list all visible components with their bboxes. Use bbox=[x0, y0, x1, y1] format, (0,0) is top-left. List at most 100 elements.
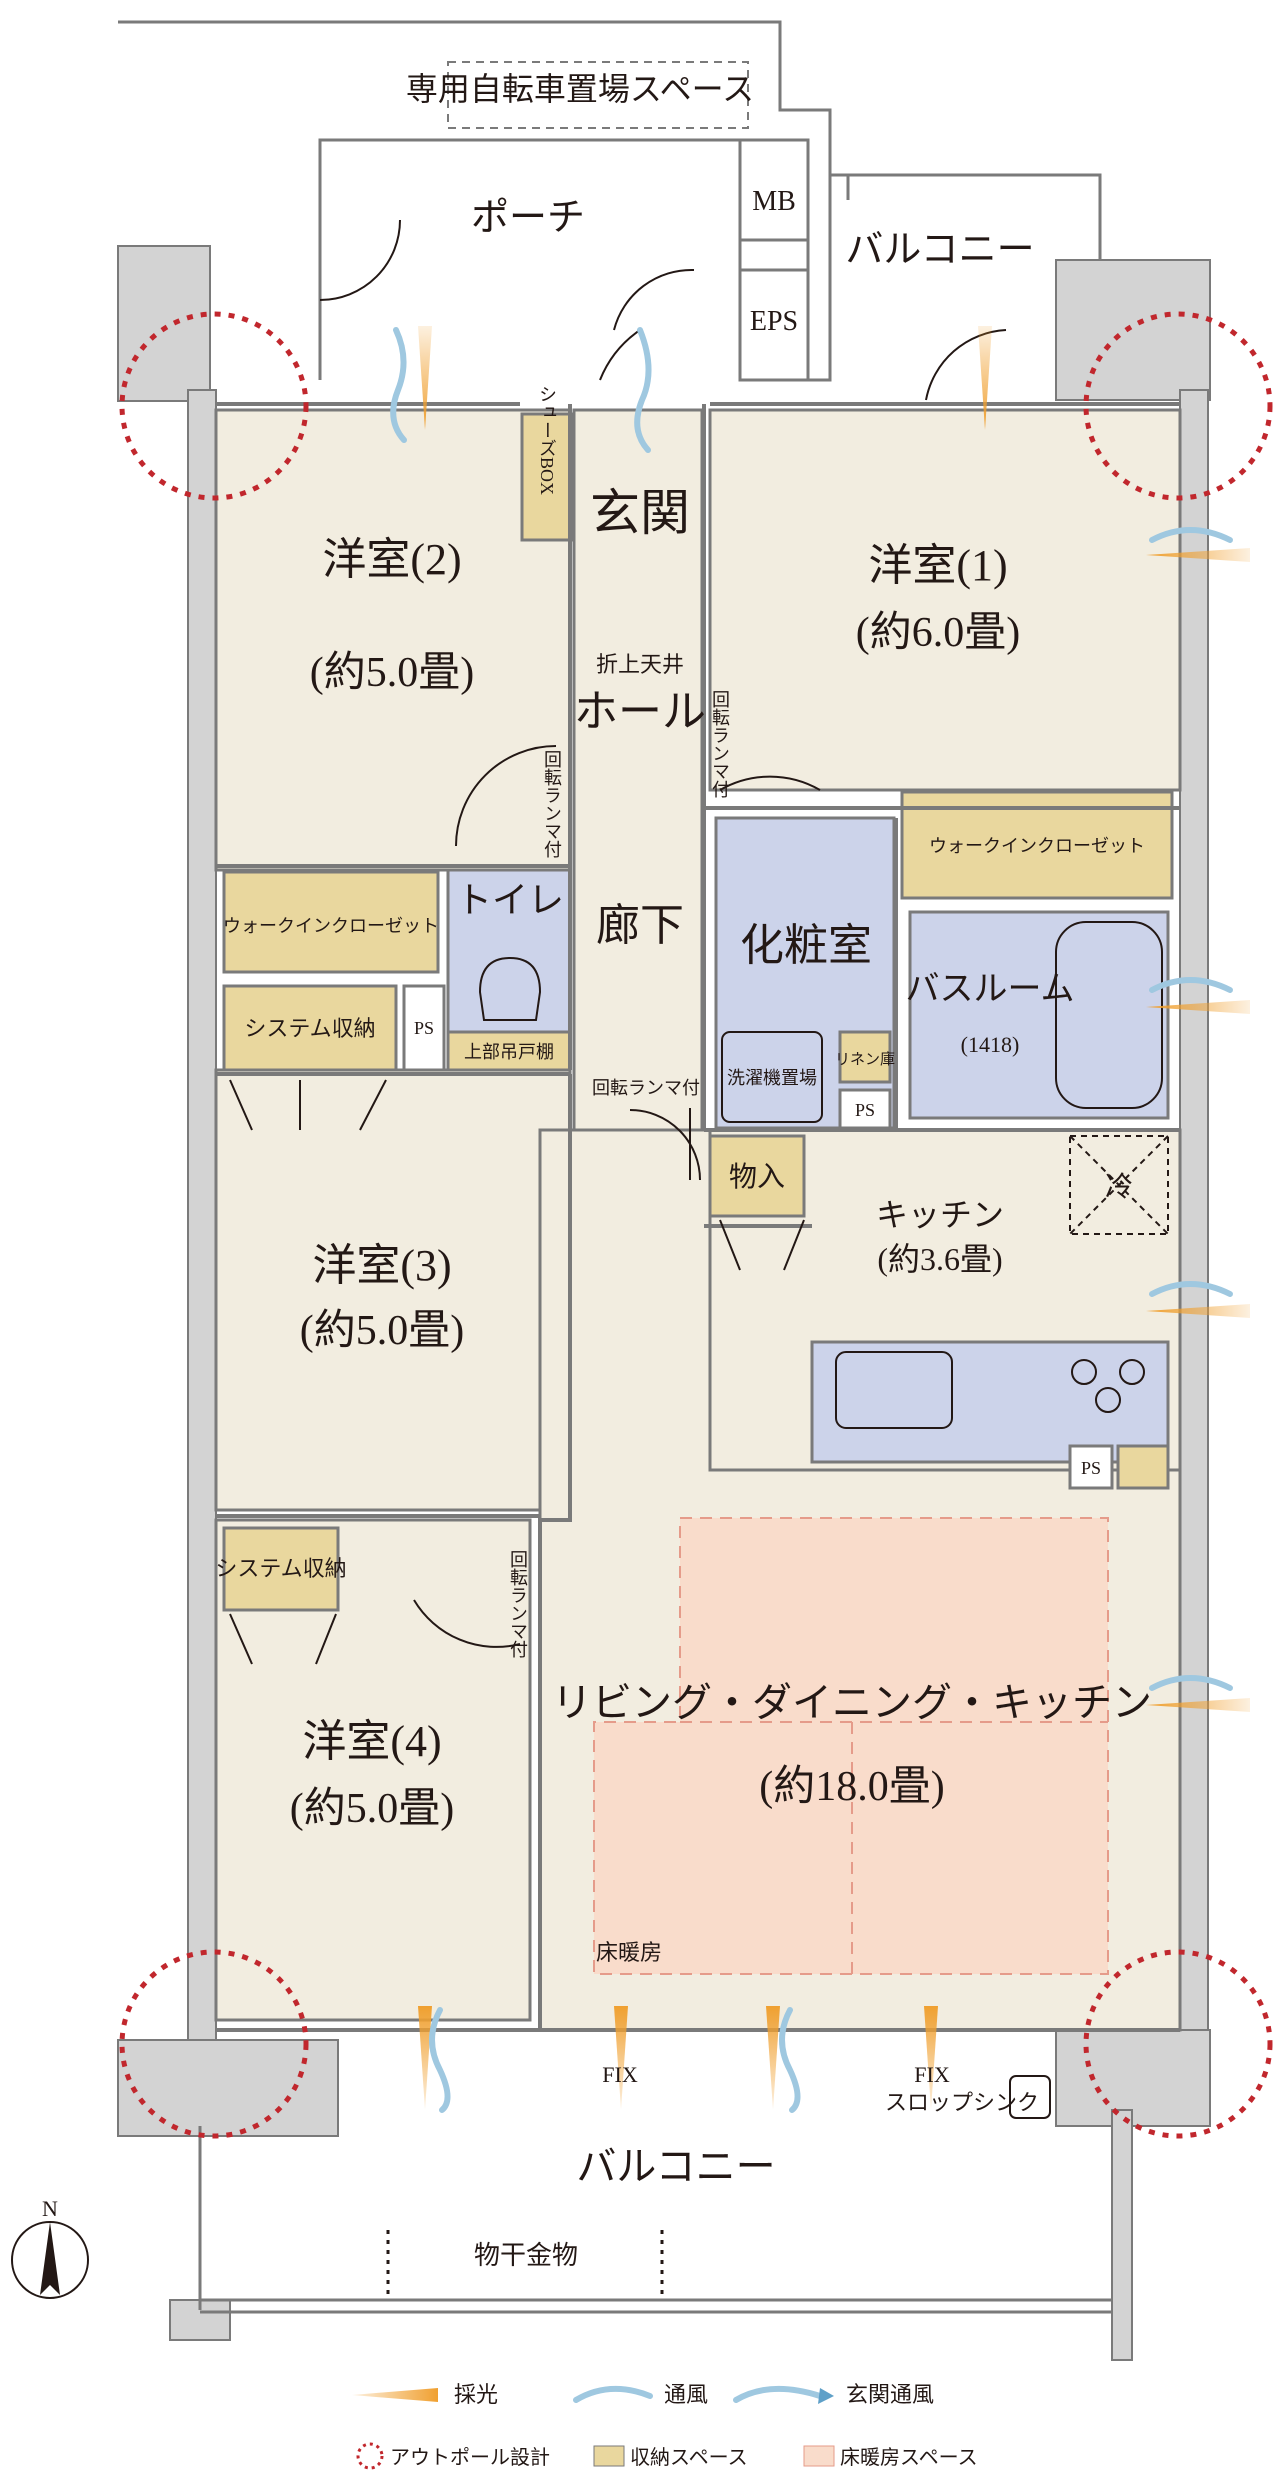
transom-label-4: 回転ランマ付 bbox=[508, 1550, 528, 1659]
system-storage-2-label: システム収納 bbox=[215, 1556, 346, 1581]
legend-entrance-ventilation: 玄関通風 bbox=[846, 2382, 934, 2407]
legend-heating-swatch bbox=[803, 2445, 835, 2467]
fix-right-label: FIX bbox=[914, 2062, 950, 2087]
bathtub bbox=[1055, 921, 1163, 1109]
upper-cabinet-label: 上部吊戸棚 bbox=[464, 1042, 554, 1062]
bath-size-label: (1418) bbox=[961, 1032, 1020, 1057]
transom-label-1: 回転ランマ付 bbox=[710, 690, 730, 799]
light-arrow-10 bbox=[924, 2006, 938, 2110]
eps-label: EPS bbox=[750, 306, 798, 337]
kitchen-name: キッチン bbox=[876, 1197, 1004, 1233]
system-storage-2 bbox=[222, 1526, 340, 1612]
structure-walls bbox=[117, 245, 1211, 2361]
storage-closet-label: 物入 bbox=[729, 1161, 785, 1193]
compass: N bbox=[11, 2196, 89, 2299]
light-arrow-2 bbox=[978, 326, 992, 430]
toilet-bowl bbox=[478, 956, 542, 1021]
shoes-box-label: シューズBOX bbox=[537, 385, 557, 495]
fridge-label: 冷 bbox=[1105, 1171, 1133, 1203]
room3-size: (約5.0畳) bbox=[300, 1308, 464, 1354]
vanity-label: 化粧室 bbox=[740, 921, 872, 970]
sink bbox=[835, 1351, 953, 1429]
slop-sink-label: スロップシンク bbox=[885, 2090, 1039, 2115]
room4-name: 洋室(4) bbox=[302, 1717, 441, 1766]
legend-daylight: 採光 bbox=[454, 2382, 498, 2407]
light-arrow-3 bbox=[1146, 548, 1250, 562]
outpole-markers bbox=[119, 311, 1273, 2139]
ps-label-left: PS bbox=[414, 1018, 434, 1038]
ldk-name: リビング・ダイニング・キッチン bbox=[552, 1680, 1152, 1725]
slop-sink bbox=[1009, 2075, 1051, 2119]
room1-name: 洋室(1) bbox=[868, 541, 1007, 590]
legend-wind-icon bbox=[573, 2385, 653, 2403]
light-arrow-1 bbox=[418, 326, 432, 430]
hanger-marks bbox=[386, 2230, 664, 2300]
transom-label-2: 回転ランマ付 bbox=[542, 750, 562, 859]
hall-label: ホール bbox=[574, 687, 706, 736]
fix-left-label: FIX bbox=[602, 2062, 638, 2087]
floor-heating-zone bbox=[593, 1517, 1109, 1975]
stove-burner-2 bbox=[1119, 1359, 1145, 1385]
fixtures bbox=[478, 921, 1169, 2119]
linen-cabinet bbox=[838, 1030, 892, 1084]
legend-storage-swatch bbox=[593, 2445, 625, 2467]
storage-areas bbox=[222, 412, 1174, 1612]
legend-outpole: アウトポール設計 bbox=[390, 2446, 550, 2469]
light-arrow-5 bbox=[1146, 1304, 1250, 1318]
legend-ventilation: 通風 bbox=[664, 2382, 708, 2407]
stove-burner-3 bbox=[1095, 1387, 1121, 1413]
toilet-label: トイレ bbox=[456, 880, 564, 920]
transom-label-3: 回転ランマ付 bbox=[592, 1078, 700, 1098]
ps-label-vanity: PS bbox=[855, 1100, 875, 1120]
room2-name: 洋室(2) bbox=[322, 535, 461, 584]
bathroom bbox=[908, 910, 1170, 1120]
door-swings bbox=[229, 219, 1007, 1665]
balcony-structure bbox=[198, 2126, 1112, 2314]
wic-left bbox=[222, 870, 440, 974]
balcony-top-label: バルコニー bbox=[845, 229, 1034, 271]
ps-label-kitchen: PS bbox=[1081, 1458, 1101, 1478]
legend-floor-heating: 床暖房スペース bbox=[840, 2446, 978, 2469]
outpole-circle-br bbox=[1083, 1949, 1273, 2139]
daylight-arrows bbox=[418, 326, 1250, 2110]
light-arrow-4 bbox=[1146, 1000, 1250, 1014]
system-storage-1 bbox=[222, 984, 398, 1072]
light-arrow-6 bbox=[1146, 1698, 1250, 1712]
storage-closet bbox=[708, 1134, 806, 1218]
room2-floor bbox=[214, 408, 572, 872]
compass-needle bbox=[40, 2222, 60, 2295]
balcony-bottom-label: バルコニー bbox=[576, 2144, 775, 2189]
fridge-space bbox=[1069, 1135, 1169, 1235]
kitchen-size: (約3.6畳) bbox=[877, 1241, 1002, 1277]
mb-label: MB bbox=[752, 186, 796, 217]
porch-label: ポーチ bbox=[471, 197, 585, 239]
floor-heating-label: 床暖房 bbox=[596, 1940, 662, 1965]
legend: 採光 通風 玄関通風 アウトポール設計 収納スペース 床暖房スペース bbox=[352, 2382, 978, 2470]
hanger-label: 物干金物 bbox=[474, 2241, 578, 2270]
inner-walls bbox=[216, 402, 1180, 2032]
room1-floor bbox=[708, 408, 1182, 792]
room3-floor bbox=[214, 1068, 572, 1512]
bath-label: バスルーム bbox=[906, 971, 1075, 1008]
kitchen-storage bbox=[1116, 1444, 1170, 1490]
outpole-circle-tr bbox=[1083, 311, 1273, 501]
ventilation-arrows bbox=[390, 327, 1233, 2113]
washer bbox=[721, 1031, 823, 1123]
linen-label: リネン庫 bbox=[835, 1051, 895, 1068]
stove-burner-1 bbox=[1071, 1359, 1097, 1385]
room4-size: (約5.0畳) bbox=[290, 1786, 454, 1832]
wic-left-label: ウォークインクローゼット bbox=[223, 916, 439, 936]
ps-box-left bbox=[402, 984, 446, 1072]
legend-entrance-wind-icon bbox=[733, 2385, 823, 2403]
folded-ceiling-label: 折上天井 bbox=[596, 652, 684, 677]
porch-area bbox=[118, 20, 1102, 382]
north-label: N bbox=[42, 2196, 58, 2221]
legend-outpole-icon bbox=[356, 2442, 384, 2470]
corridor-label: 廊下 bbox=[596, 901, 684, 950]
outpole-circle-tl bbox=[119, 311, 309, 501]
system-storage-1-label: システム収納 bbox=[244, 1016, 375, 1041]
room2-size: (約5.0畳) bbox=[310, 650, 474, 696]
room3-name: 洋室(3) bbox=[312, 1241, 451, 1290]
outpole-circle-bl bbox=[119, 1949, 309, 2139]
